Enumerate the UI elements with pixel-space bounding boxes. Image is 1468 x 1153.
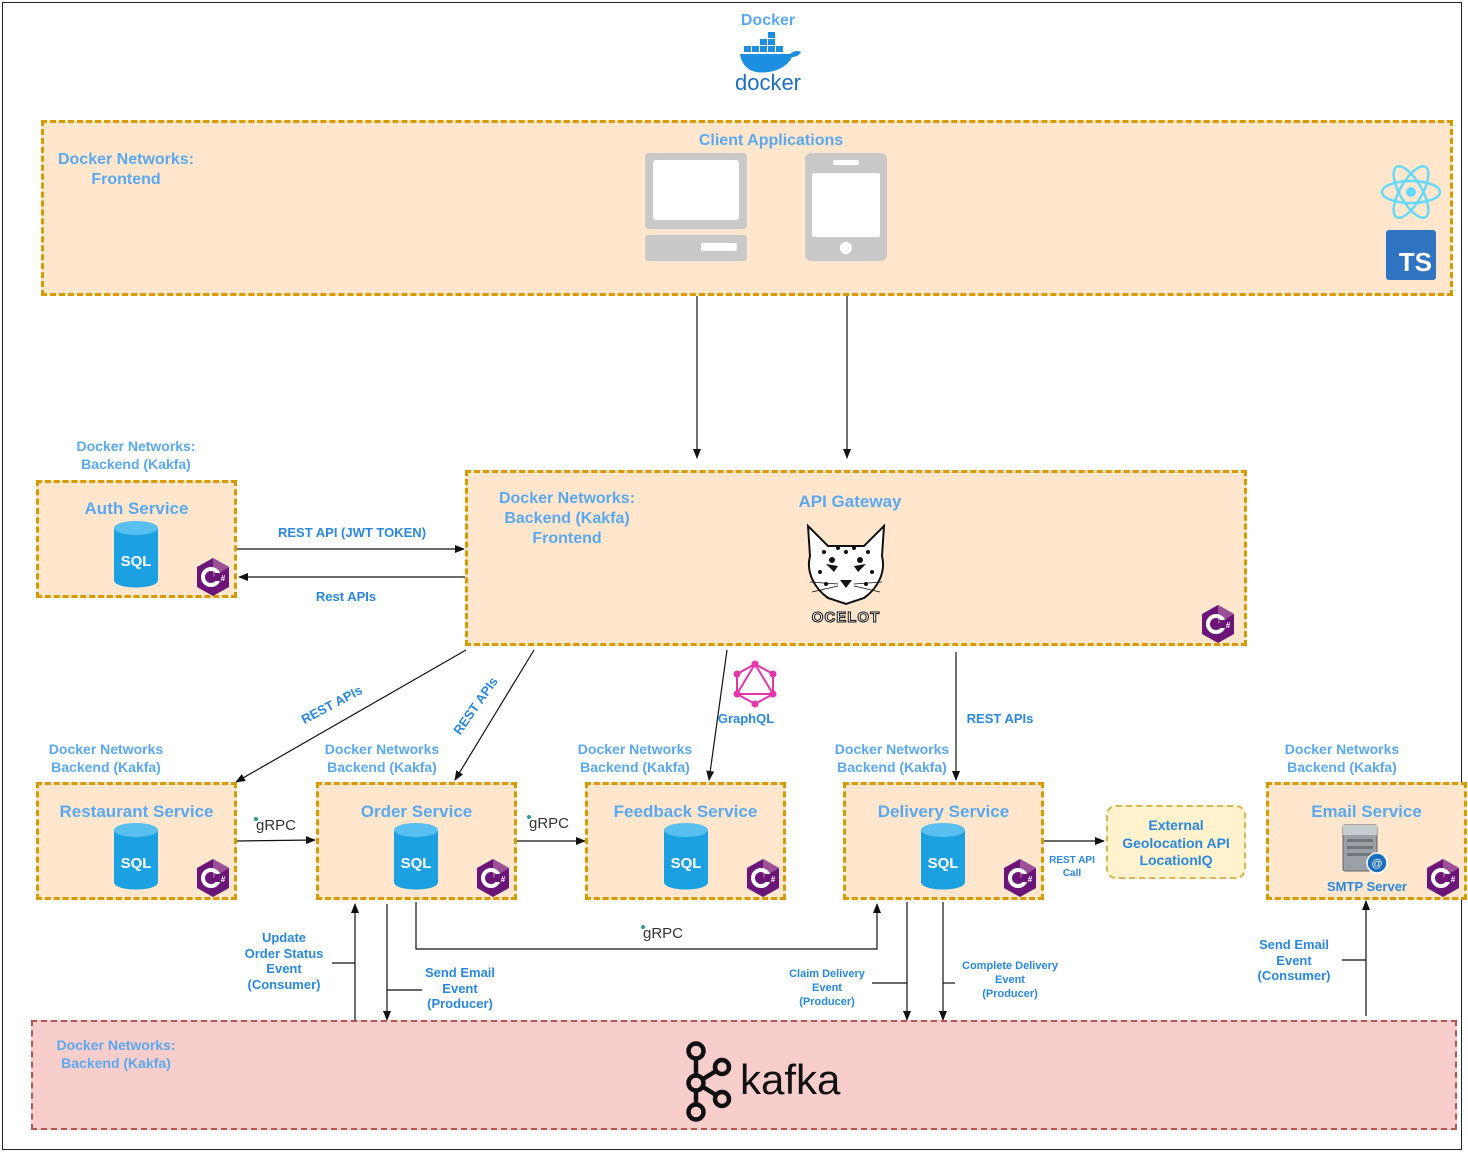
- grpc-label: gRPC: [527, 815, 570, 832]
- delivery-network-label: Docker Networks Backend (Kakfa): [834, 741, 950, 775]
- email-network-label: Docker Networks Backend (Kakfa): [1284, 741, 1400, 775]
- kafka-zone: [31, 1020, 1457, 1130]
- edge-label-grpc-order-feedback: gRPC: [527, 815, 570, 832]
- sql-label: SQL: [121, 855, 152, 872]
- restaurant-sql-database-icon: SQL: [114, 823, 158, 890]
- edge-gateway-order: [454, 649, 535, 781]
- ocelot-logo-text: OCELOT: [811, 609, 881, 627]
- email-service-title: Email Service: [1311, 802, 1422, 821]
- smtp-server-icon: @: [1342, 824, 1388, 874]
- auth-sql-database-icon: SQL: [114, 521, 158, 588]
- typescript-icon: TS: [1386, 230, 1436, 280]
- order-network-label: Docker Networks Backend (Kakfa): [324, 741, 440, 775]
- kafka-network-label: Docker Networks: Backend (Kakfa): [56, 1037, 176, 1071]
- api-gateway-title: API Gateway: [798, 492, 902, 511]
- feedback-sql-database-icon: SQL: [664, 823, 708, 890]
- svg-text:#: #: [501, 875, 506, 884]
- edge-label-rest-apis-auth: Rest APIs: [315, 589, 377, 604]
- gateway-network-label: Docker Networks: Backend (Kakfa) Fronten…: [498, 490, 636, 547]
- edge-label-grpc-order-delivery: gRPC: [641, 925, 684, 942]
- edge-label-rest-apis-delivery: REST APIs: [966, 711, 1034, 726]
- edge-label-send-email-producer: Send Email Event (Producer): [424, 965, 496, 1012]
- edge-label-grpc-restaurant-order: gRPC: [254, 817, 297, 834]
- geolocation-api-title: External Geolocation API LocationIQ: [1122, 817, 1230, 868]
- grpc-dot-icon: [527, 815, 531, 819]
- frontend-network-label: Docker Networks: Frontend: [57, 151, 195, 188]
- edge-label-complete-delivery: Complete Delivery Event (Producer): [962, 960, 1058, 1000]
- graphql-icon: [733, 660, 777, 708]
- svg-text:#: #: [1226, 621, 1231, 630]
- docker-whale-icon: [740, 32, 801, 73]
- auth-csharp-icon: #: [197, 558, 229, 596]
- typescript-label: TS: [1398, 247, 1432, 277]
- edge-label-rest-jwt: REST API (JWT TOKEN): [277, 525, 427, 540]
- delivery-sql-database-icon: SQL: [921, 823, 965, 890]
- edge-order-delivery-grpc: [415, 902, 881, 950]
- edge-gateway-restaurant: [235, 649, 467, 783]
- ocelot-logo-icon: [806, 523, 886, 606]
- edge-label-graphql: GraphQL: [717, 711, 775, 726]
- docker-title: Docker: [740, 12, 796, 29]
- geolocation-api-box[interactable]: [1106, 805, 1246, 879]
- auth-network-label: Docker Networks: Backend (Kakfa): [76, 438, 196, 472]
- edge-label-claim-delivery: Claim Delivery Event (Producer): [789, 968, 865, 1008]
- edge-label-rest-api-call: REST API Call: [1049, 855, 1095, 879]
- svg-text:@: @: [1371, 858, 1382, 870]
- kafka-logo-text: kafka: [740, 1056, 841, 1103]
- react-icon: [1380, 165, 1442, 219]
- kafka-logo-icon: [686, 1041, 732, 1122]
- sql-label: SQL: [928, 855, 959, 872]
- mobile-phone-icon[interactable]: [805, 153, 889, 263]
- grpc-label: gRPC: [641, 925, 684, 942]
- gateway-csharp-icon: #: [1202, 605, 1234, 643]
- svg-text:#: #: [1028, 875, 1033, 884]
- order-service-title: Order Service: [360, 802, 473, 821]
- edge-label-update-order-status: Update Order Status Event (Consumer): [244, 930, 324, 992]
- grpc-dot-icon: [254, 817, 258, 821]
- client-applications-title: Client Applications: [698, 132, 844, 149]
- desktop-computer-icon[interactable]: [645, 153, 749, 263]
- svg-text:#: #: [1451, 875, 1456, 884]
- grpc-dot-icon: [641, 925, 645, 929]
- sql-label: SQL: [671, 855, 702, 872]
- delivery-service-title: Delivery Service: [877, 802, 1010, 821]
- email-csharp-icon: #: [1427, 859, 1459, 897]
- feedback-service-title: Feedback Service: [613, 802, 758, 821]
- grpc-label: gRPC: [254, 817, 297, 834]
- edge-gateway-feedback: [706, 649, 728, 781]
- sql-label: SQL: [121, 553, 152, 570]
- docker-logo-text: docker: [734, 70, 802, 95]
- svg-text:#: #: [221, 875, 226, 884]
- order-csharp-icon: #: [477, 859, 509, 897]
- restaurant-network-label: Docker Networks Backend (Kakfa): [48, 741, 164, 775]
- restaurant-service-title: Restaurant Service: [59, 802, 214, 821]
- sql-label: SQL: [401, 855, 432, 872]
- feedback-csharp-icon: #: [747, 859, 779, 897]
- delivery-csharp-icon: #: [1004, 859, 1036, 897]
- smtp-server-label: SMTP Server: [1327, 879, 1407, 894]
- order-sql-database-icon: SQL: [394, 823, 438, 890]
- feedback-network-label: Docker Networks Backend (Kakfa): [577, 741, 693, 775]
- edge-label-send-email-consumer: Send Email Event (Consumer): [1257, 937, 1331, 984]
- svg-text:#: #: [221, 574, 226, 583]
- edge-restaurant-order: [236, 836, 316, 845]
- auth-service-title: Auth Service: [84, 499, 189, 518]
- restaurant-csharp-icon: #: [197, 859, 229, 897]
- svg-text:#: #: [771, 875, 776, 884]
